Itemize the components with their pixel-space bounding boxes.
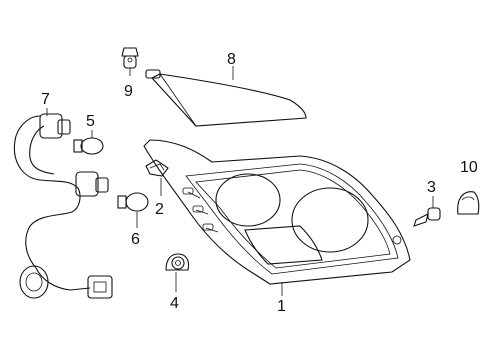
clip-fastener [121,47,139,69]
combination-lamp-assembly [143,139,411,285]
screw [413,207,441,227]
callout-2: 2 [155,201,164,218]
side-marker-lens [145,69,307,127]
callout-8: 8 [227,51,236,68]
bulb-upper [73,137,104,155]
grommet [165,253,190,271]
callout-7: 7 [41,91,50,108]
callout-6: 6 [131,231,140,248]
callout-1: 1 [277,298,286,315]
leader-lines [46,66,434,296]
callout-4: 4 [170,295,179,312]
lamp-clip [145,159,169,177]
callout-3: 3 [427,179,436,196]
cap [457,191,480,215]
callout-5: 5 [86,113,95,130]
bulb-lower [117,192,149,212]
callout-9: 9 [124,83,133,100]
callout-10: 10 [460,159,478,176]
wiring-harness [13,113,113,299]
